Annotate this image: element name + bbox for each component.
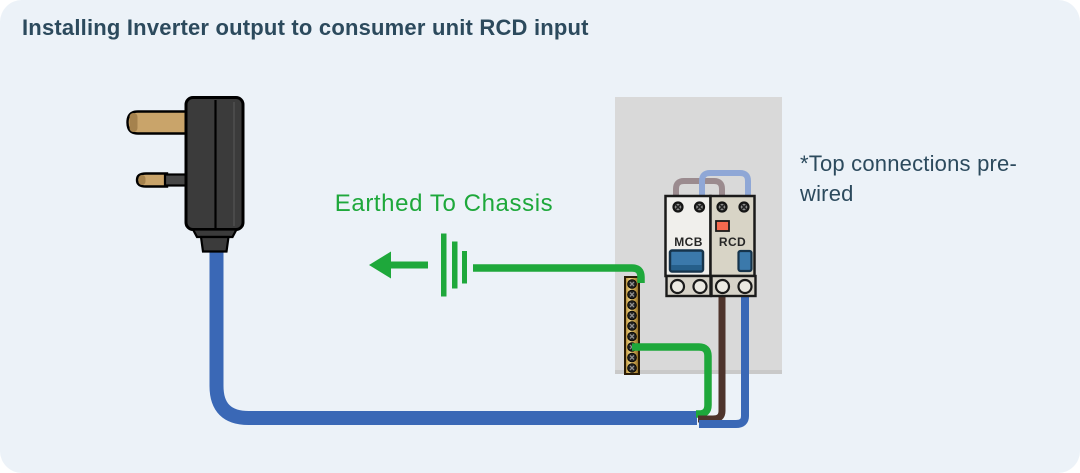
plug-neck-upper xyxy=(191,228,239,239)
earth-wire-to-cable xyxy=(632,343,712,418)
terminal-hole xyxy=(714,278,731,295)
rcd-switch xyxy=(737,249,753,273)
earth-wire-to-chassis xyxy=(473,264,645,283)
terminal-screw-icon xyxy=(693,200,706,214)
busbar-screw-icon xyxy=(626,320,638,332)
page-title: Installing Inverter output to consumer u… xyxy=(22,15,589,40)
rcd-label: RCD xyxy=(719,235,746,249)
panel-bottom-edge xyxy=(615,370,782,374)
earth-ground-symbol xyxy=(369,233,467,297)
earth-bar-long xyxy=(441,233,447,297)
terminal-hole xyxy=(737,278,753,295)
terminal-hole xyxy=(692,278,708,295)
live-wire-brown xyxy=(698,294,726,423)
earth-arrow-shaft xyxy=(389,261,428,269)
busbar-screw-icon xyxy=(626,352,638,363)
earth-busbar-screws xyxy=(626,278,638,374)
busbar-screw-icon xyxy=(626,299,638,311)
earth-arrow-icon xyxy=(369,251,391,279)
plug-neck-lower xyxy=(199,235,230,253)
mcb-label: MCB xyxy=(674,235,703,249)
uk-plug-icon xyxy=(126,96,245,253)
terminal-screw-icon xyxy=(715,200,729,214)
neutral-wire-blue xyxy=(699,294,749,428)
busbar-screw-icon xyxy=(626,278,638,290)
busbar-screw-icon xyxy=(626,289,638,300)
busbar-screw-icon xyxy=(626,362,638,374)
terminal-hole xyxy=(669,278,686,295)
earth-bar-medium xyxy=(452,241,458,289)
busbar-screw-icon xyxy=(626,331,638,342)
plug-live-pin-shading xyxy=(138,175,146,185)
prewired-note: *Top connections pre-wired xyxy=(800,151,1017,206)
rcd-test-button xyxy=(715,220,730,232)
earth-chassis-label: Earthed To Chassis xyxy=(335,190,553,217)
plug-cable-blue xyxy=(209,250,697,425)
earth-bar-short xyxy=(462,251,467,284)
terminal-screw-icon xyxy=(671,200,685,214)
plug-earth-pin xyxy=(126,110,188,135)
prewired-top-wire-blue xyxy=(699,170,751,197)
busbar-screw-icon xyxy=(626,310,638,321)
terminal-screw-icon xyxy=(737,200,751,214)
plug-pin-sleeve xyxy=(163,173,189,187)
mcb-switch-shade xyxy=(671,265,702,271)
plug-earth-pin-shading xyxy=(129,113,138,132)
